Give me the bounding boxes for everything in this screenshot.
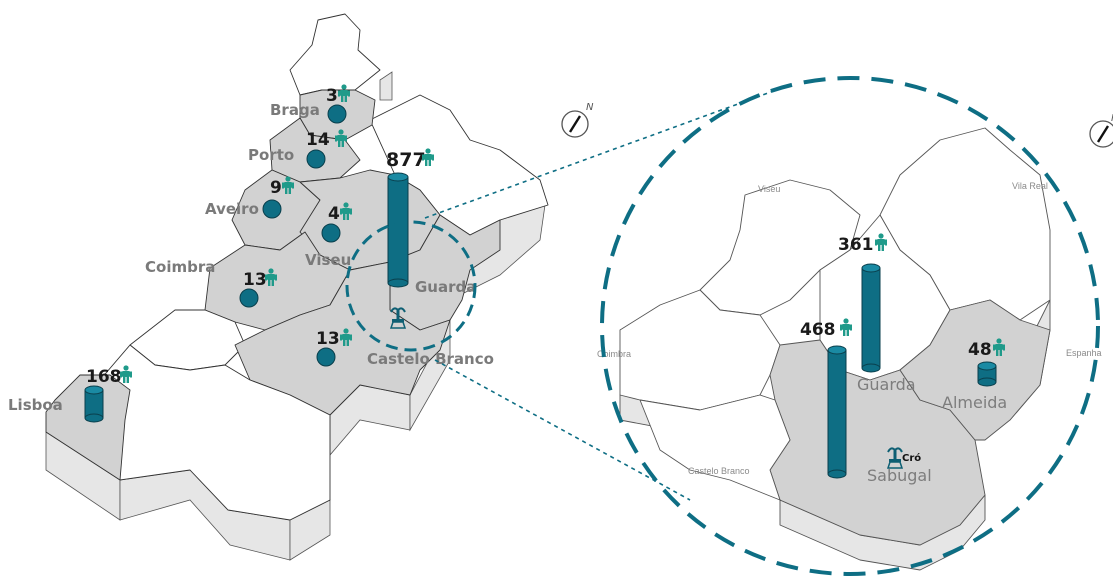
main-map-markers [84, 104, 409, 423]
count-label: 13 [243, 270, 267, 290]
cylinder-marker [387, 172, 409, 288]
svg-text:N: N [1111, 113, 1113, 124]
focus-circle [345, 220, 477, 352]
zoom-labels: 361 Guarda 468 Sabugal 48 Almeida Cró [800, 233, 1007, 485]
municipality-label: Sabugal [867, 466, 932, 485]
zoom-region-viseu [699, 179, 861, 316]
zoom-label-viseu: Viseu [758, 184, 780, 194]
region-label: Castelo Branco [367, 350, 494, 368]
svg-text:N: N [586, 102, 594, 113]
zoom-label-espanha: Espanha [1066, 348, 1102, 358]
region-viana [289, 13, 381, 96]
region-label: Porto [248, 146, 294, 164]
count-label: 14 [306, 130, 330, 150]
cylinder-marker [327, 104, 347, 124]
cylinder-marker [861, 263, 881, 373]
zoom-context-labels: Viseu Vila Real Coimbra Castelo Branco E… [597, 181, 1102, 476]
region-label: Coimbra [145, 258, 215, 276]
count-label: 468 [800, 320, 836, 340]
count-label: 3 [326, 86, 338, 106]
region-ribatejo [99, 344, 331, 521]
zoom-regions [619, 127, 1051, 571]
zoom-circle [600, 76, 1100, 576]
zoom-region-castelo-branco [639, 394, 791, 501]
count-label: 361 [838, 235, 874, 255]
count-label: 4 [328, 204, 340, 224]
cylinder-marker [84, 385, 104, 423]
count-label: 13 [316, 329, 340, 349]
region-label: Lisboa [8, 396, 63, 414]
zoom-map: N Viseu Vila Real Coimbra Castelo Branco… [597, 76, 1113, 576]
region-lisboa [45, 374, 131, 481]
count-label: 877 [386, 149, 426, 171]
cylinder-marker [262, 199, 282, 219]
cylinder-marker [977, 361, 997, 387]
zoom-label-vila-real: Vila Real [1012, 181, 1048, 191]
count-label: 48 [968, 340, 992, 360]
region-label: Braga [270, 101, 320, 119]
zoom-region-almeida [899, 299, 1051, 441]
cylinder-marker [239, 288, 259, 308]
main-map: N [8, 13, 594, 561]
region-label: Viseu [305, 251, 351, 269]
zoom-label-coimbra: Coimbra [597, 349, 631, 359]
zoom-connectors [424, 84, 791, 501]
compass-icon: N [561, 102, 594, 138]
municipality-label: Guarda [857, 375, 916, 394]
zoom-label-castelo-branco: Castelo Branco [688, 466, 750, 476]
zoom-markers [827, 263, 997, 479]
cylinder-marker [827, 345, 847, 479]
count-label: 168 [86, 367, 122, 387]
municipality-label: Almeida [942, 393, 1007, 412]
cylinder-marker [306, 149, 326, 169]
site-label: Cró [902, 452, 921, 464]
region-label: Guarda [415, 278, 476, 296]
cylinder-marker [316, 347, 336, 367]
main-map-labels: Braga 3 Porto 14 Aveiro 9 Viseu 4 Coimbr… [8, 84, 494, 414]
cylinder-marker [321, 223, 341, 243]
region-label: Aveiro [205, 200, 259, 218]
count-label: 9 [270, 178, 282, 198]
compass-icon: N [1089, 113, 1113, 148]
